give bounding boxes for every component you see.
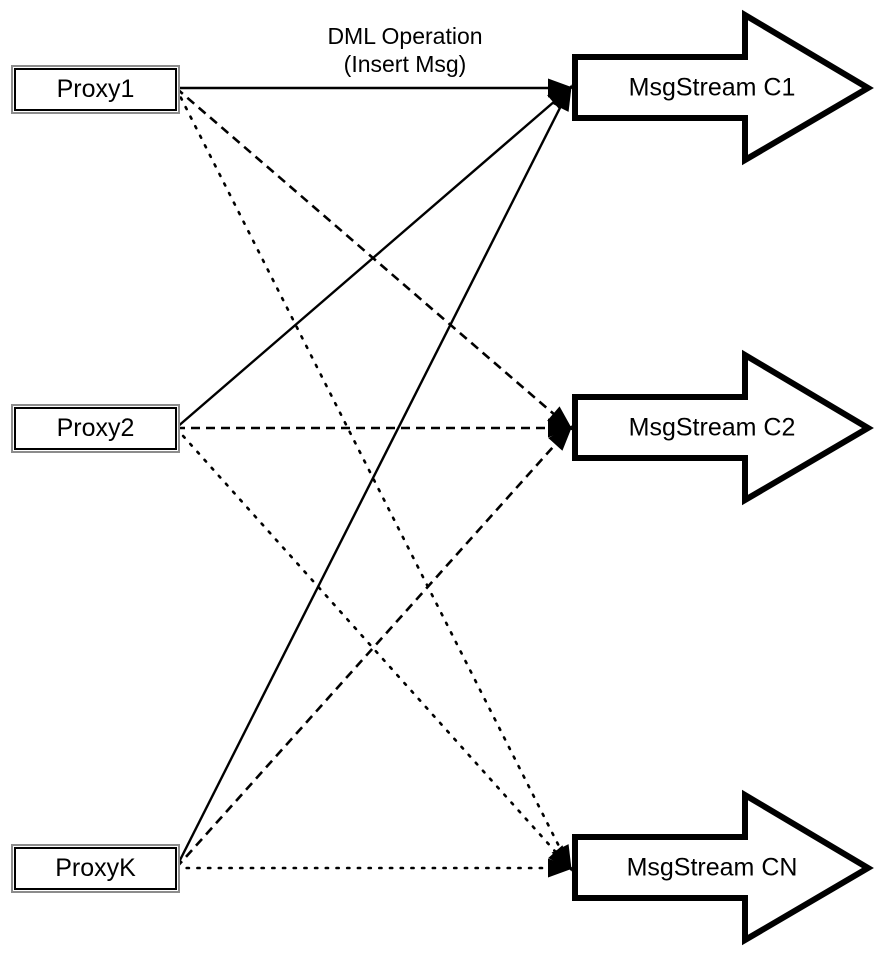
stream-cn-label: MsgStream CN: [627, 854, 798, 882]
arrowhead-icon: [551, 84, 572, 112]
proxy2-box[interactable]: [14, 407, 177, 450]
proxyk-box[interactable]: [14, 847, 177, 890]
edge-proxy1-to-stream-cn[interactable]: [174, 86, 572, 870]
arrowhead-group-stream-c1: [547, 78, 574, 112]
proxyk-node[interactable]: ProxyK: [11, 844, 180, 893]
edge-proxy2-to-stream-cn[interactable]: [174, 426, 572, 870]
edge-label-dml-operation: DML Operation (Insert Msg): [327, 23, 482, 77]
proxy1-node[interactable]: Proxy1: [11, 65, 180, 114]
stream-cn-node[interactable]: MsgStream CN: [572, 789, 874, 946]
edge-proxyk-to-stream-c1[interactable]: [174, 87, 572, 869]
stream-c2-label: MsgStream C2: [629, 414, 796, 442]
edge-layer: [174, 86, 572, 870]
stream-c1-arrow-shape[interactable]: [572, 9, 874, 166]
proxyk-label: ProxyK: [55, 854, 136, 882]
stream-c1-node[interactable]: MsgStream C1: [572, 9, 874, 166]
edge-label-line2: (Insert Msg): [344, 51, 467, 77]
arrowhead-icon: [548, 418, 574, 438]
proxy1-label: Proxy1: [57, 75, 135, 103]
edge-proxy2-to-stream-c1[interactable]: [175, 87, 571, 429]
stream-cn-arrow-shape[interactable]: [572, 789, 874, 946]
arrowhead-icon: [548, 425, 573, 451]
arrowhead-icon: [548, 845, 573, 871]
arrowhead-icon: [548, 858, 574, 878]
arrowhead-group-stream-cn: [548, 844, 574, 878]
arrowhead-icon: [547, 406, 574, 431]
edge-label-line1: DML Operation: [327, 23, 482, 49]
proxy2-node[interactable]: Proxy2: [11, 404, 180, 453]
edge-proxyk-to-stream-c2[interactable]: [175, 427, 571, 869]
stream-c1-label: MsgStream C1: [629, 74, 796, 102]
stream-c2-node[interactable]: MsgStream C2: [572, 349, 874, 506]
proxy1-box[interactable]: [14, 68, 177, 111]
stream-c2-arrow-shape[interactable]: [572, 349, 874, 506]
arrowhead-layer: [547, 78, 574, 878]
proxy2-label: Proxy2: [57, 414, 135, 442]
arrowhead-group-stream-c2: [547, 406, 574, 451]
